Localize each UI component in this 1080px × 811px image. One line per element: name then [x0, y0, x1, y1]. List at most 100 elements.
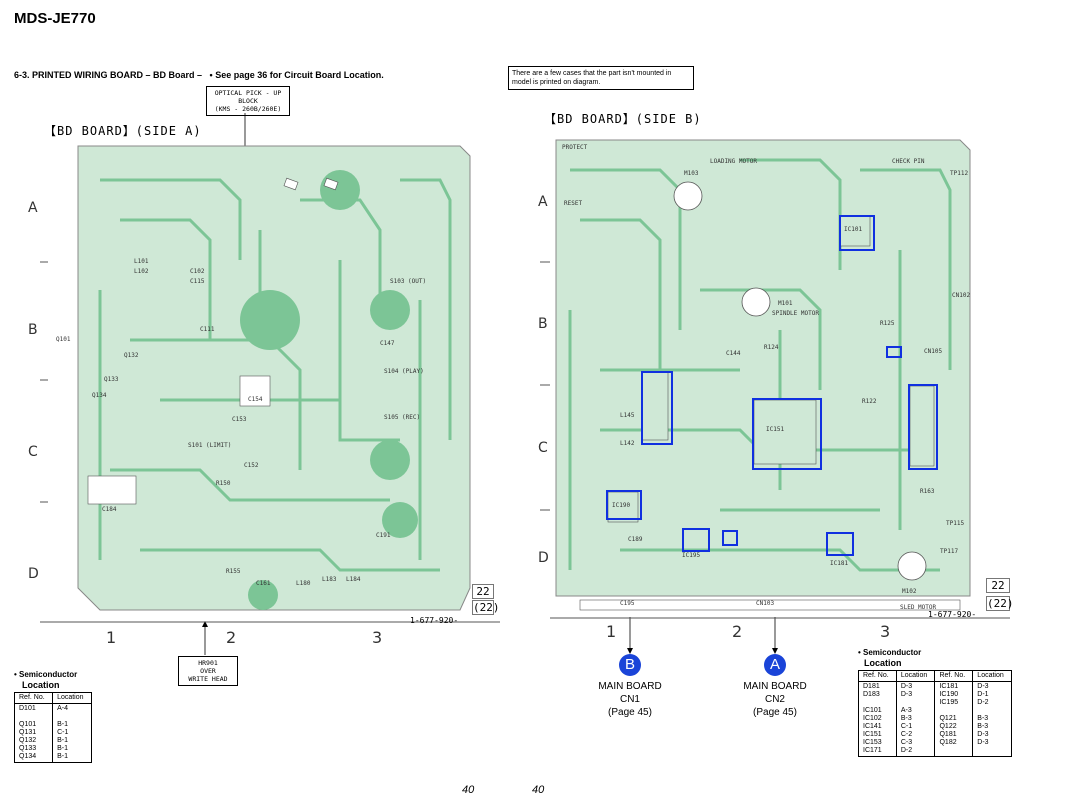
section-title: 6-3. PRINTED WIRING BOARD – BD Board – — [14, 70, 203, 80]
component-label: R155 — [226, 568, 241, 575]
cell-line: D-3 — [900, 683, 913, 690]
component-label: SLED MOTOR — [900, 604, 937, 611]
semiconductor-title-a: • Semiconductor — [14, 670, 78, 679]
cell-line: C-1 — [57, 729, 69, 736]
component-label: LOADING MOTOR — [710, 158, 757, 165]
connector-badge-a: A — [764, 654, 786, 676]
component-label: S103 (OUT) — [390, 278, 427, 285]
component-label: IC181 — [830, 560, 849, 567]
ic190-highlight — [606, 490, 642, 520]
row-label-b: B — [28, 322, 38, 338]
semiconductor-title-b: • Semiconductor — [858, 648, 922, 657]
row-label-b: B — [538, 316, 548, 332]
callout-line: HR901 — [198, 659, 218, 667]
header-cell: Ref. No. — [934, 670, 974, 682]
section-heading: 6-3. PRINTED WIRING BOARD – BD Board – •… — [14, 70, 384, 80]
cell-line: Q122 — [939, 723, 957, 730]
side-b-board — [540, 139, 1010, 619]
callout-line: (KMS - 260B/260E) — [214, 105, 282, 113]
callout-line: BLOCK — [238, 97, 258, 105]
cell-line: C-3 — [900, 739, 913, 746]
component-label: TP117 — [940, 548, 959, 555]
cell-line: IC171 — [863, 747, 882, 754]
cell-line: D-3 — [977, 731, 989, 738]
cell-line: D-3 — [977, 739, 989, 746]
side-b-title: 【BD BOARD】(SIDE B) — [544, 112, 702, 126]
rev-number-paren: (22) — [472, 600, 500, 615]
cell-line: IC151 — [863, 731, 882, 738]
rev-number: 22 — [472, 584, 494, 599]
col-label-2: 2 — [226, 628, 237, 647]
component-label: C144 — [726, 350, 741, 357]
component-label: SPINDLE MOTOR — [772, 310, 819, 317]
cell-line: B-3 — [977, 723, 989, 730]
part-number: 1-677-920- — [928, 610, 977, 619]
component-label: R163 — [920, 488, 935, 495]
cell-line: Q133 — [19, 745, 37, 752]
table-cell: D-3 D-3 A-3 B-3 C-1 C-2 C-3 D-2 — [895, 681, 936, 757]
row-label-d: D — [538, 550, 549, 566]
component-label: L183 — [322, 576, 337, 583]
cell-line — [901, 699, 931, 707]
header-cell: Location — [52, 692, 92, 704]
ic151-highlight — [752, 398, 822, 470]
header-cell: Ref. No. — [13, 692, 54, 704]
head-callout: HR901 OVER WRITE HEAD — [178, 656, 238, 686]
component-label: L180 — [296, 580, 311, 587]
cell-line: Q121 — [939, 715, 957, 722]
semiconductor-table-b: Ref. No. Location Ref. No. Location D181… — [858, 670, 1012, 757]
col-label-2: 2 — [732, 622, 743, 641]
component-label: CN105 — [924, 348, 943, 355]
row-label-a: A — [28, 200, 38, 216]
component-label: PROTECT — [562, 144, 588, 151]
table-cell: A-4 B-1 C-1 B-1 B-1 B-1 — [52, 703, 92, 763]
component-label: TP115 — [946, 520, 965, 527]
rev-number-paren: (22) — [986, 596, 1014, 611]
ic101-highlight — [839, 215, 875, 251]
component-label: R122 — [862, 398, 877, 405]
cell-line: D-3 — [900, 691, 913, 698]
component-label: L142 — [620, 440, 635, 447]
col-label-1: 1 — [106, 628, 117, 647]
table-row: D181 D183 IC101 IC102 IC141 IC151 IC153 … — [858, 681, 1012, 757]
component-label: S104 (PLAY) — [384, 368, 424, 375]
component-label: S101 (LIMIT) — [188, 442, 232, 449]
col-label-3: 3 — [372, 628, 383, 647]
component-label: R124 — [764, 344, 779, 351]
cell-line: D183 — [863, 691, 880, 698]
ic171-highlight — [908, 384, 938, 470]
component-label: L102 — [134, 268, 149, 275]
part-number: 1-677-920- — [410, 616, 459, 625]
cell-line — [939, 747, 968, 755]
cell-line: A-4 — [57, 705, 68, 712]
callout-line: OVER — [200, 667, 216, 675]
cell-line: B-1 — [57, 737, 68, 744]
cell-line: D101 — [19, 705, 36, 712]
cell-line — [863, 699, 892, 707]
connector-cn: CN2 — [764, 694, 785, 705]
optical-pickup-callout: OPTICAL PICK - UP BLOCK (KMS - 260B/260E… — [206, 86, 290, 116]
component-label: IC101 — [844, 226, 863, 233]
component-label: C191 — [376, 532, 391, 539]
component-label: C111 — [200, 326, 215, 333]
cell-line — [977, 747, 1007, 755]
component-label: M102 — [902, 588, 917, 595]
cell-line: Q181 — [939, 731, 957, 738]
cell-line: Q131 — [19, 729, 37, 736]
header-cell: Location — [895, 670, 936, 682]
row-label-c: C — [538, 440, 548, 456]
location-title-b: Location — [864, 658, 902, 668]
header-cell: Ref. No. — [858, 670, 897, 682]
model-title: MDS-JE770 — [14, 10, 96, 27]
cell-line: B-1 — [57, 753, 68, 760]
component-label: Q132 — [124, 352, 139, 359]
component-label: CHECK PIN — [892, 158, 925, 165]
location-title-a: Location — [22, 680, 60, 690]
cell-line: B-3 — [900, 715, 912, 722]
connector-cn: CN1 — [619, 694, 640, 705]
cell-line: B-3 — [977, 715, 989, 722]
mount-note: There are a few cases that the part isn'… — [508, 66, 694, 90]
side-a-area: L101 C102 C115 L102 C111 Q101 Q132 Q133 … — [40, 140, 500, 640]
component-label: C147 — [380, 340, 395, 347]
component-label: C153 — [232, 416, 247, 423]
